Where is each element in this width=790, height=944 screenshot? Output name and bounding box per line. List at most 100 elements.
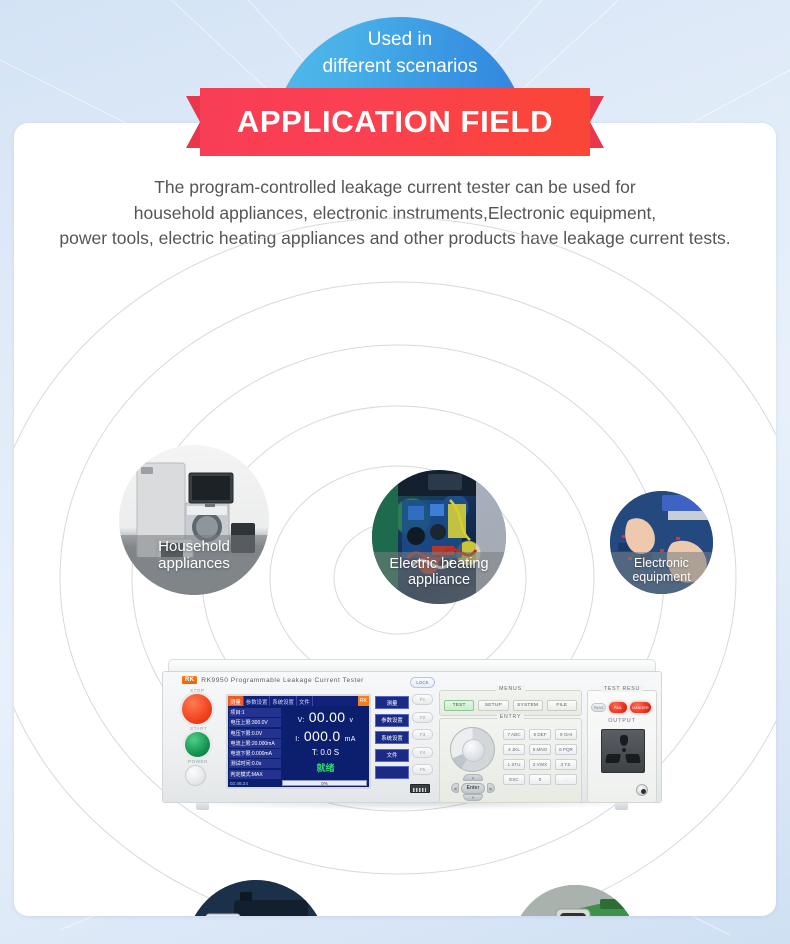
arrow-up-icon[interactable]: ▲ [463, 774, 483, 781]
bubble-electronic-equipment-motor[interactable]: Electronic equipment [186, 880, 326, 916]
keypad-row: 7 ABC 8 DEF 9 GHI [503, 729, 577, 740]
socket-hole-mid [622, 748, 626, 752]
power-button[interactable] [185, 765, 206, 786]
lcd-param-item: 电压下限:0.0V [229, 728, 281, 738]
start-button[interactable] [185, 732, 210, 757]
lcd-progress-value: 0% [321, 780, 328, 786]
function-key-f1[interactable]: F1 [412, 694, 433, 705]
description-line-2: household appliances, electronic instrum… [133, 202, 657, 223]
function-key-f2[interactable]: F2 [412, 711, 433, 723]
menu-button-system[interactable]: SYSTEM [512, 700, 543, 711]
stop-button[interactable] [182, 694, 212, 724]
menu-button-test[interactable]: TEST [444, 700, 475, 711]
output-power-socket[interactable] [601, 729, 645, 773]
function-key-f5[interactable]: F5 [412, 764, 433, 775]
brand-logo: RK [182, 676, 198, 684]
output-section-title: OUTPUT [608, 718, 636, 724]
leakage-current-tester-device: RK RK9950 Programmable Leakage Current T… [162, 659, 662, 814]
key-7[interactable]: 7 ABC [503, 729, 525, 740]
lcd-tab-system[interactable]: 系统设置 [270, 696, 297, 706]
test-result-output-panel: TEST RESU PASS FAIL DANGER OUTPUT [587, 685, 657, 803]
arrow-down-icon[interactable]: ▼ [463, 794, 483, 801]
enter-button[interactable]: Enter [461, 782, 485, 794]
lcd-clock: 02:46:24 [230, 781, 248, 786]
lcd-param-item: 测试时间:0.0s [229, 759, 281, 769]
softkey-system[interactable]: 系统设置 [375, 731, 409, 744]
lcd-tab-measure[interactable]: 测量 [228, 696, 244, 706]
bubble-electronic-equipment-pcb[interactable]: Electronic equipment [610, 491, 713, 594]
key-period[interactable]: . [555, 774, 577, 785]
key-0[interactable]: 0 [529, 774, 551, 785]
electrical-tools-photo [512, 885, 638, 916]
softkey-blank[interactable] [375, 766, 409, 779]
bubble-electric-heating-appliance[interactable]: Electric heating appliance [372, 470, 506, 604]
caption-line-1: Electric heating [389, 555, 489, 572]
softkey-file[interactable]: 文件 [375, 748, 409, 762]
current-unit: mA [344, 736, 356, 743]
key-1[interactable]: 1 STU [503, 759, 525, 770]
keypad-row: 4 JKL 5 MNO 6 PQR [503, 744, 577, 755]
device-front-panel: RK RK9950 Programmable Leakage Current T… [162, 671, 662, 803]
lcd-param-item: 电压上限:300.0V [229, 718, 281, 728]
key-esc[interactable]: ESC [503, 774, 525, 785]
time-value: 0.0 [320, 748, 332, 757]
caption-line-2: equipment [632, 570, 691, 584]
usb-port[interactable] [410, 784, 430, 793]
entry-title-text: ENTRY [496, 713, 525, 720]
caption-line-2: appliance [407, 571, 471, 588]
menus-panel-title: MENUS [440, 685, 581, 692]
time-label: T: [311, 748, 319, 757]
fail-indicator[interactable]: FAIL [609, 702, 627, 713]
voltage-value: 00.00 [308, 709, 346, 725]
arrow-left-icon[interactable]: ◀ [451, 783, 459, 793]
test-result-title: TEST RESU [588, 685, 656, 692]
bubble-caption: Electronic equipment [610, 552, 713, 594]
function-key-column: F1 F2 F3 F4 F5 [412, 694, 433, 782]
bubble-caption: Household appliances [119, 535, 269, 595]
time-unit: S [333, 748, 340, 757]
arrow-right-icon[interactable]: ▶ [487, 783, 495, 793]
bubble-electrical-tools[interactable]: electrical tools [512, 885, 638, 916]
key-6[interactable]: 6 PQR [555, 744, 577, 755]
danger-indicator[interactable]: DANGER [630, 702, 651, 713]
lcd-param-item: 电流下限:0.000mA [229, 749, 281, 759]
function-key-f3[interactable]: F3 [412, 729, 433, 740]
lcd-tab-file[interactable]: 文件 [297, 696, 313, 706]
key-9[interactable]: 9 GHI [555, 729, 577, 740]
lcd-progress-bar: 0% [282, 780, 367, 786]
socket-hole-right [625, 754, 641, 763]
pass-indicator[interactable]: PASS [591, 703, 606, 712]
key-8[interactable]: 8 DEF [529, 729, 551, 740]
lcd-screen[interactable]: 测量 参数设置 系统设置 文件 RK 项目:1 电压上限:300.0V 电压下限… [226, 694, 371, 789]
stop-button-label: STOP [190, 688, 205, 693]
lcd-tab-param[interactable]: 参数设置 [244, 696, 271, 706]
caption-line-2: appliances [158, 555, 230, 573]
bubble-caption: Electric heating appliance [372, 551, 506, 604]
test-result-indicator-row: PASS FAIL DANGER [591, 702, 653, 713]
softkey-measure[interactable]: 测量 [375, 696, 409, 709]
menu-button-setup[interactable]: SETUP [478, 700, 509, 711]
menu-button-file[interactable]: FILE [546, 700, 577, 711]
lcd-param-item: 判定模式:MAX [229, 769, 281, 779]
device-brand: RK RK9950 Programmable Leakage Current T… [182, 676, 364, 684]
ground-jack[interactable] [636, 784, 648, 796]
key-4[interactable]: 4 JKL [503, 744, 525, 755]
bubble-household-appliances[interactable]: Household appliances [119, 445, 269, 595]
description-line-3: power tools, electric heating appliances… [59, 228, 731, 248]
lock-indicator[interactable]: LOCK [410, 677, 435, 688]
lcd-status-text: 就绪 [316, 763, 335, 773]
device-model-title: RK9950 Programmable Leakage Current Test… [201, 676, 364, 684]
description-paragraph: The program-controlled leakage current t… [14, 175, 776, 252]
lcd-readout-area: V: 00.00 v I: 000.0 mA T: 0.0 S 就绪 [284, 709, 367, 774]
rotary-knob[interactable] [450, 727, 495, 772]
key-2[interactable]: 2 VWX [529, 759, 551, 770]
lcd-parameter-list: 项目:1 电压上限:300.0V 电压下限:0.0V 电流上限:20.000mA… [229, 708, 281, 780]
key-3[interactable]: 3 YZ. [555, 759, 577, 770]
function-key-f4[interactable]: F4 [412, 746, 433, 758]
key-5[interactable]: 5 MNO [529, 744, 551, 755]
current-label: I: [295, 736, 300, 743]
softkey-param[interactable]: 参数设置 [375, 713, 409, 727]
test-result-title-text: TEST RESU [600, 685, 644, 692]
lcd-tab-bar: 测量 参数设置 系统设置 文件 RK [228, 696, 369, 706]
dome-line-2: different scenarios [322, 56, 478, 77]
